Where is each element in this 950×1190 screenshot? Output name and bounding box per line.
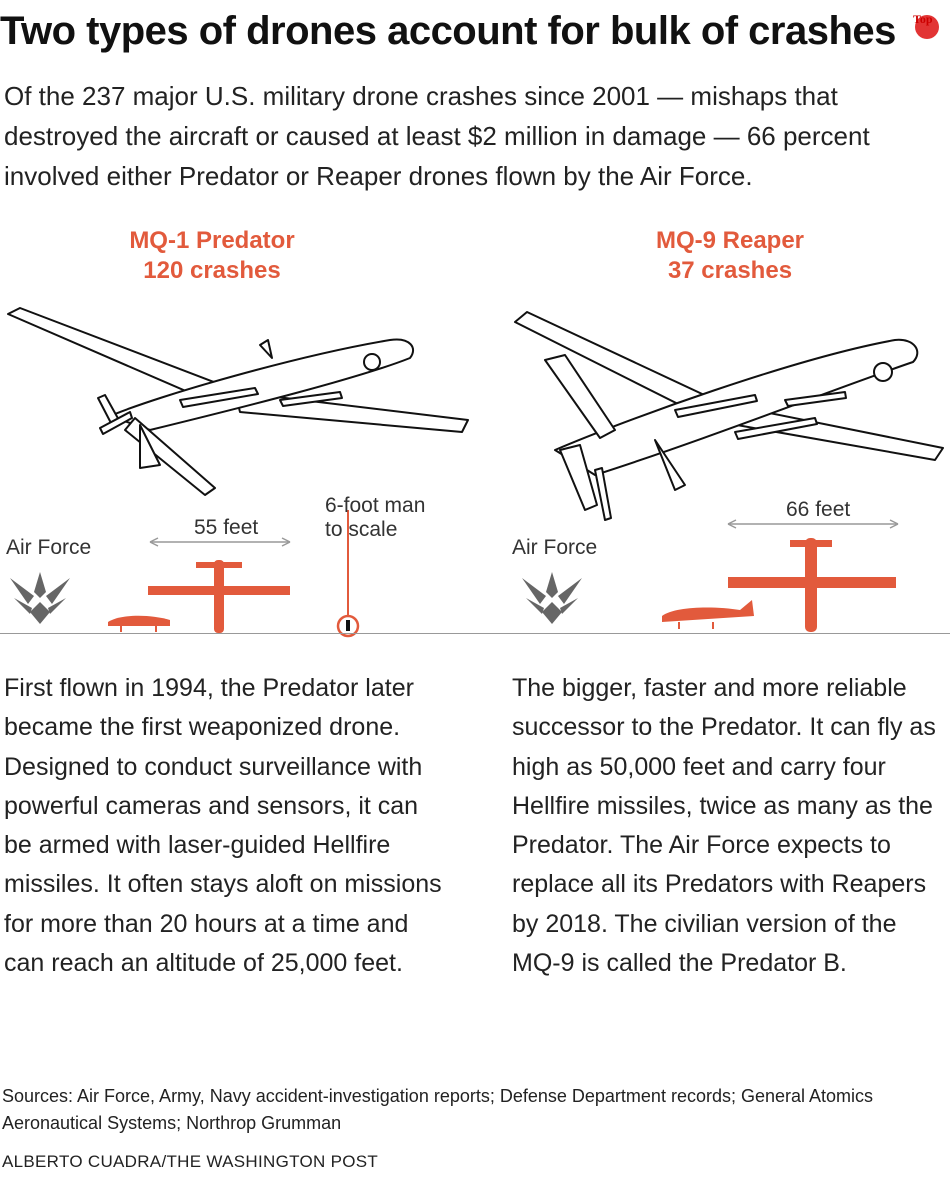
reaper-top-view-icon	[728, 538, 896, 632]
air-force-icon	[522, 572, 582, 624]
man-icon	[346, 620, 350, 631]
predator-top-view-icon	[148, 560, 290, 633]
logo-icon: Top	[913, 12, 939, 39]
predator-title: MQ-1 Predator 120 crashes	[62, 226, 362, 286]
headline: Two types of drones account for bulk of …	[0, 9, 896, 53]
reaper-scale-diagram	[662, 519, 899, 632]
reaper-title: MQ-9 Reaper 37 crashes	[580, 226, 880, 286]
predator-air-force-label: Air Force	[6, 536, 92, 559]
predator-name: MQ-1 Predator	[129, 227, 295, 254]
predator-side-view-icon	[108, 615, 170, 632]
reaper-name: MQ-9 Reaper	[655, 227, 805, 254]
reaper-crashes: 37 crashes	[667, 257, 793, 284]
reaper-side-view-icon	[662, 600, 754, 629]
ground-line	[0, 633, 950, 634]
predator-crashes: 120 crashes	[143, 257, 281, 284]
reaper-air-force-label: Air Force	[512, 536, 598, 559]
predator-drone-icon	[7, 307, 469, 496]
sources: Sources: Air Force, Army, Navy accident-…	[2, 1086, 874, 1133]
credit: ALBERTO CUADRA/THE WASHINGTON POST	[2, 1152, 379, 1171]
dek: Of the 237 major U.S. military drone cra…	[4, 81, 870, 191]
svg-text:Top: Top	[913, 12, 933, 26]
predator-description: First flown in 1994, the Predator later …	[4, 674, 442, 978]
reaper-wingspan-label: 66 feet	[786, 498, 851, 521]
predator-wingspan-label: 55 feet	[194, 516, 259, 539]
reaper-description: The bigger, faster and more reliable suc…	[512, 674, 936, 978]
predator-scale-diagram	[108, 510, 360, 638]
man-scale-label: 6-foot man to scale	[325, 494, 425, 542]
man-label-line-1: 6-foot man	[325, 494, 426, 517]
air-force-icon	[10, 572, 70, 624]
reaper-drone-icon	[514, 311, 944, 521]
man-label-line-2: to scale	[325, 518, 398, 541]
